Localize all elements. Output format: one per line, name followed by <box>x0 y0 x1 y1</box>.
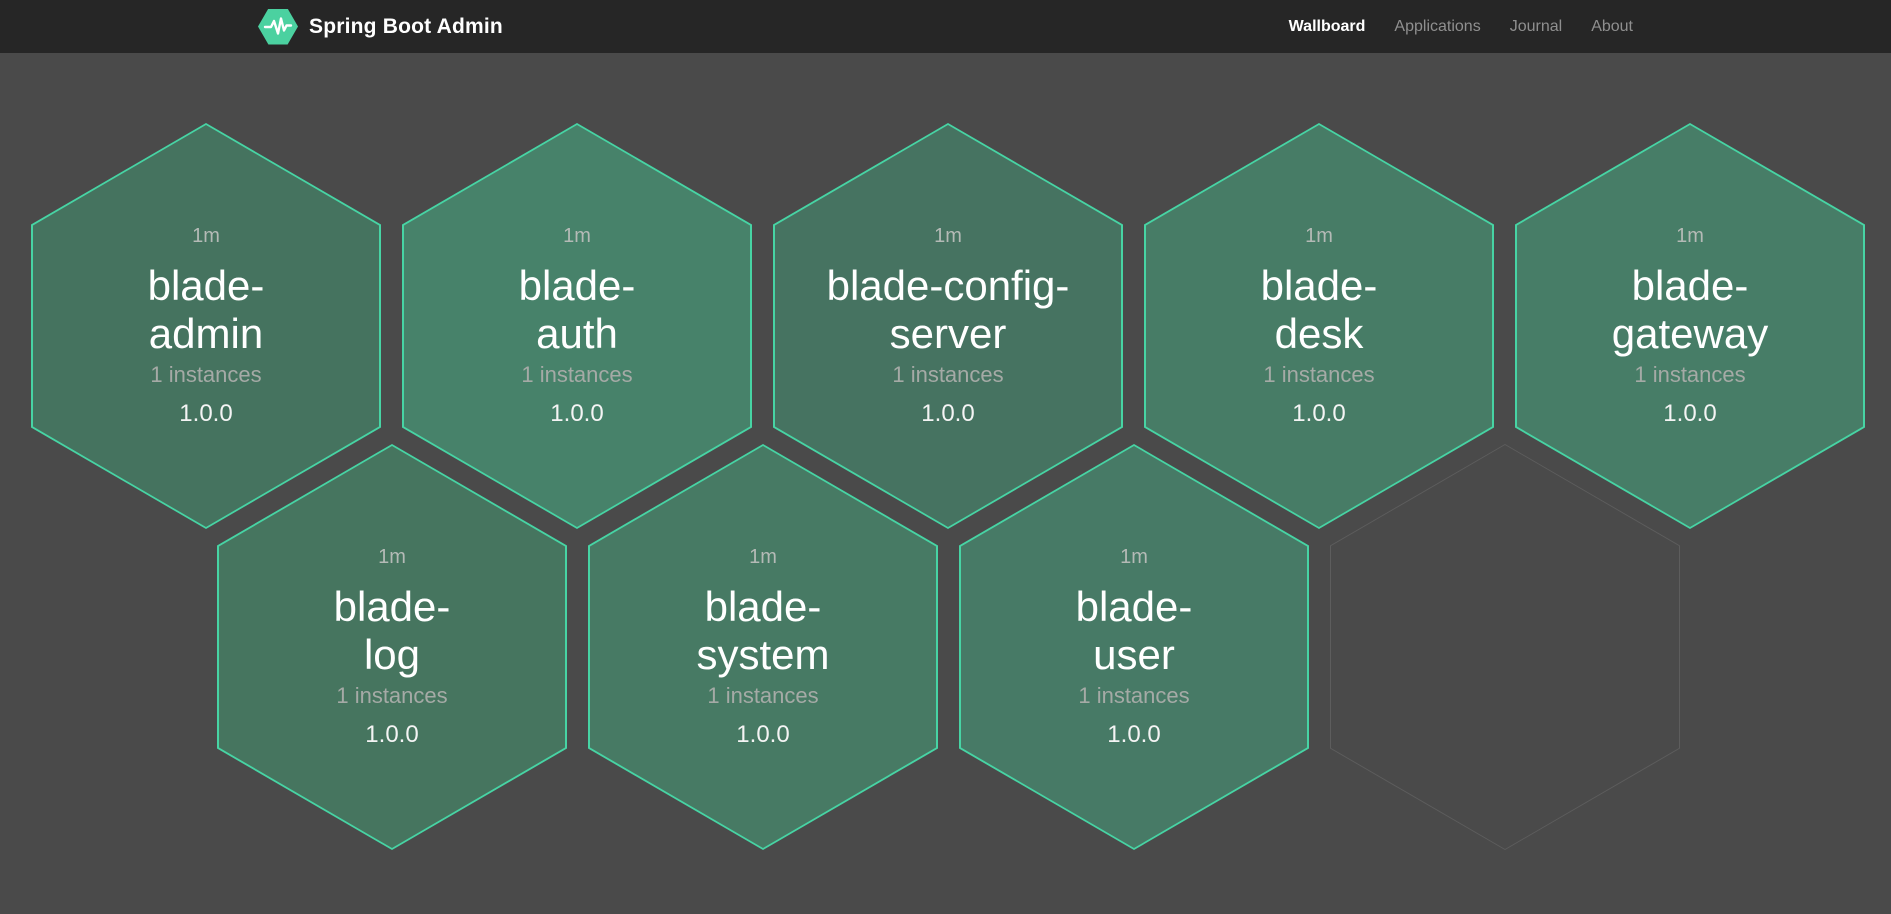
empty-hexagon-placeholder <box>1330 444 1680 850</box>
nav-item-wallboard[interactable]: Wallboard <box>1288 17 1366 35</box>
hexagon-body <box>1331 445 1679 849</box>
brand-link[interactable]: Spring Boot Admin <box>258 8 503 45</box>
app-hexagon-blade-admin[interactable]: 1m blade- admin 1 instances 1.0.0 <box>31 123 381 529</box>
nav-item-about[interactable]: About <box>1591 17 1633 35</box>
instances-label: 1 instances <box>892 361 1004 387</box>
uptime-label: 1m <box>192 224 220 247</box>
nav-item-journal[interactable]: Journal <box>1509 17 1563 35</box>
version-label: 1.0.0 <box>365 720 419 748</box>
app-name: blade- desk <box>1260 261 1378 357</box>
version-label: 1.0.0 <box>550 399 604 427</box>
uptime-label: 1m <box>1120 545 1148 568</box>
uptime-label: 1m <box>1305 224 1333 247</box>
version-label: 1.0.0 <box>921 399 975 427</box>
nav-links: Wallboard Applications Journal About <box>1289 18 1633 36</box>
instances-label: 1 instances <box>336 682 448 708</box>
hexagon-body: 1m blade- user 1 instances 1.0.0 <box>961 446 1307 848</box>
instances-label: 1 instances <box>150 361 262 387</box>
app-name: blade- auth <box>518 261 636 357</box>
uptime-label: 1m <box>563 224 591 247</box>
uptime-label: 1m <box>934 224 962 247</box>
hexagon-body: 1m blade- system 1 instances 1.0.0 <box>590 446 936 848</box>
instances-label: 1 instances <box>1634 361 1746 387</box>
hexagon-body: 1m blade- log 1 instances 1.0.0 <box>219 446 565 848</box>
app-name: blade- system <box>696 582 830 678</box>
hex-row-1: 1m blade- admin 1 instances 1.0.0 1m bla… <box>0 123 1891 529</box>
version-label: 1.0.0 <box>1292 399 1346 427</box>
version-label: 1.0.0 <box>1107 720 1161 748</box>
app-hexagon-blade-user[interactable]: 1m blade- user 1 instances 1.0.0 <box>959 444 1309 850</box>
pulse-line-icon <box>263 16 293 35</box>
brand-title: Spring Boot Admin <box>309 14 503 38</box>
app-hexagon-blade-desk[interactable]: 1m blade- desk 1 instances 1.0.0 <box>1144 123 1494 529</box>
uptime-label: 1m <box>378 545 406 568</box>
spring-boot-admin-logo-icon <box>258 8 298 45</box>
version-label: 1.0.0 <box>179 399 233 427</box>
app-name: blade- user <box>1075 582 1193 678</box>
instances-label: 1 instances <box>1263 361 1375 387</box>
app-name: blade- gateway <box>1611 261 1769 357</box>
wallboard: 1m blade- admin 1 instances 1.0.0 1m bla… <box>0 53 1891 850</box>
instances-label: 1 instances <box>1078 682 1190 708</box>
navbar: Spring Boot Admin Wallboard Applications… <box>0 0 1891 53</box>
version-label: 1.0.0 <box>1663 399 1717 427</box>
uptime-label: 1m <box>1676 224 1704 247</box>
hex-row-2: 1m blade- log 1 instances 1.0.0 1m blade… <box>0 444 1891 850</box>
app-name: blade- log <box>333 582 451 678</box>
app-name: blade-config- server <box>826 261 1070 357</box>
nav-item-applications[interactable]: Applications <box>1394 17 1481 35</box>
uptime-label: 1m <box>749 545 777 568</box>
instances-label: 1 instances <box>707 682 819 708</box>
app-name: blade- admin <box>147 261 265 357</box>
navbar-container: Spring Boot Admin Wallboard Applications… <box>258 8 1633 45</box>
app-hexagon-blade-gateway[interactable]: 1m blade- gateway 1 instances 1.0.0 <box>1515 123 1865 529</box>
app-hexagon-blade-log[interactable]: 1m blade- log 1 instances 1.0.0 <box>217 444 567 850</box>
app-hexagon-blade-system[interactable]: 1m blade- system 1 instances 1.0.0 <box>588 444 938 850</box>
version-label: 1.0.0 <box>736 720 790 748</box>
instances-label: 1 instances <box>521 361 633 387</box>
